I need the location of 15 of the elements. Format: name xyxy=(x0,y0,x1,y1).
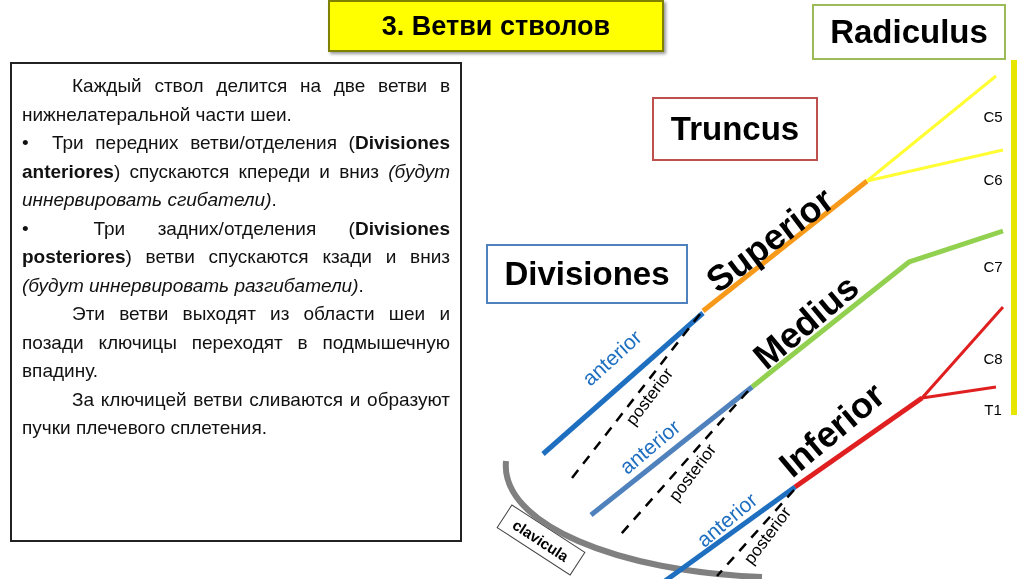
root-label: T1 xyxy=(984,400,1002,418)
root-label: C5 xyxy=(983,107,1003,125)
paragraph: Каждый ствол делится на две ветви в нижнелатеральной части шеи. xyxy=(22,74,450,127)
heading-box: Truncus xyxy=(652,97,818,161)
text-panel xyxy=(10,62,462,542)
heading-box: Radiculus xyxy=(812,4,1006,60)
paragraph: За ключицей ветви сливаются и образуют пучки плечевого сплетения. xyxy=(22,387,450,440)
heading-box: Divisiones xyxy=(486,244,688,304)
paragraph: • Три задних/отделения (Divisiones posteriores) ветви спускаются кзади и вниз (будут иннервировать разгибатели). xyxy=(22,216,450,298)
root-label: C8 xyxy=(983,349,1003,367)
root-label: C6 xyxy=(983,170,1003,188)
paragraph: • Три передних ветви/отделения (Divisiones anteriores) спускаются кпереди и вниз (будут иннервировать сгибатели). xyxy=(22,131,450,212)
paragraph: Эти ветви выходят из области шеи и позади ключицы переходят в подмышечную впадину. xyxy=(22,302,450,383)
title-banner: 3. Ветви стволов xyxy=(328,0,664,52)
root-label: C7 xyxy=(983,257,1003,275)
